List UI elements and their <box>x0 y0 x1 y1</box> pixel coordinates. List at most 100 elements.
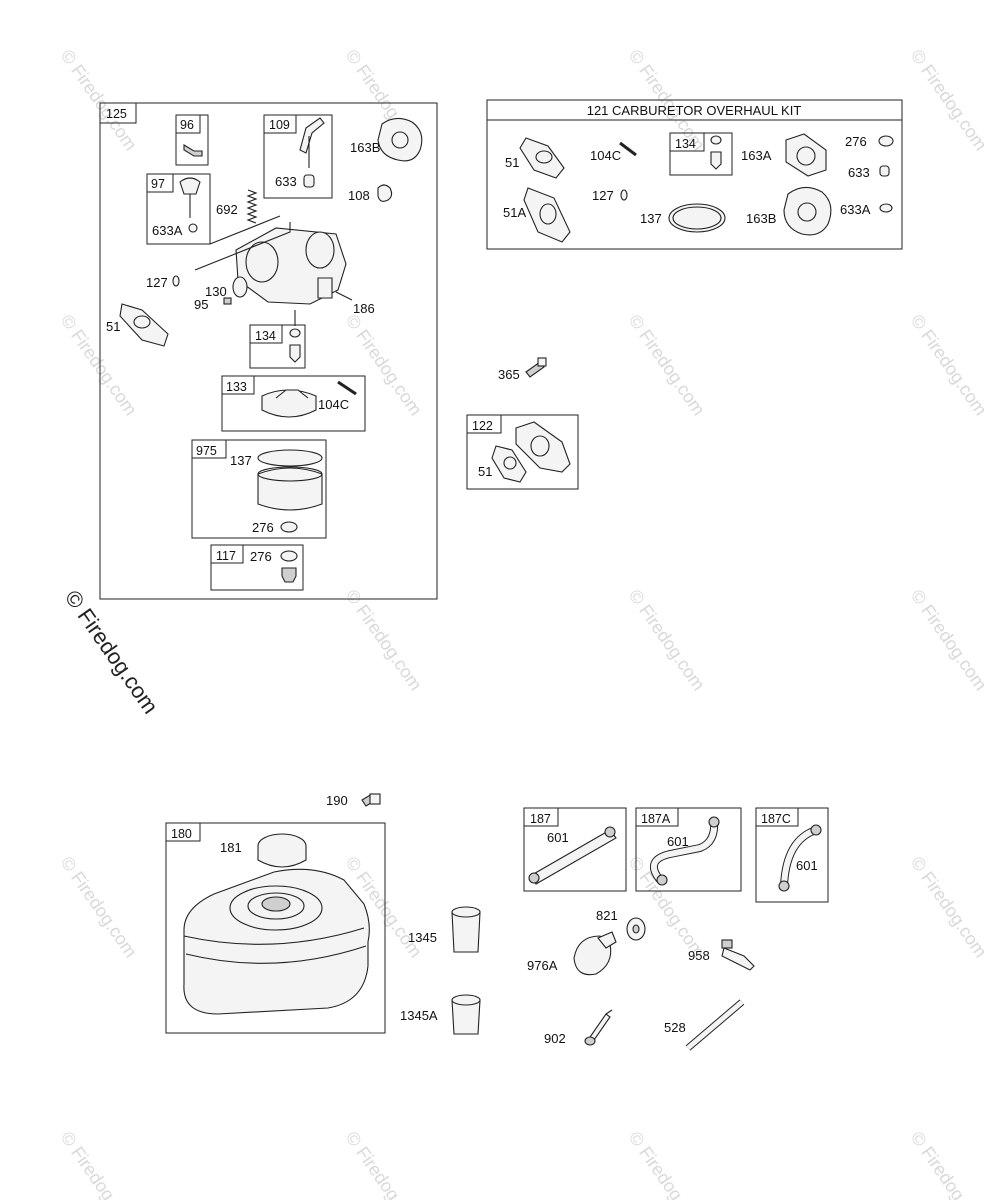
primer-group: 821 976A 958 902 528 <box>527 908 755 1051</box>
kit-label-104c: 104C <box>590 148 621 163</box>
label-163b: 163B <box>350 140 380 155</box>
box-125-tag <box>99 102 137 124</box>
label-1345: 1345 <box>408 930 437 945</box>
carburetor-assembly-group: 125 96 109 633 163B 108 97 633A 692 <box>99 102 438 600</box>
label-276-a: 276 <box>252 520 274 535</box>
label-601-b: 601 <box>667 834 689 849</box>
box-187a-label: 187A <box>641 812 671 826</box>
box-187 <box>523 807 627 892</box>
kit-pin-104c <box>619 141 637 157</box>
label-601-a: 601 <box>547 830 569 845</box>
watermark: © Firedog.com <box>625 311 709 419</box>
watermark: © Firedog.com <box>625 853 709 961</box>
label-692: 692 <box>216 202 238 217</box>
box-97 <box>146 173 211 245</box>
label-104c: 104C <box>318 397 349 412</box>
fuel-lines-group: 187 601 187A 601 187C 601 <box>523 807 829 903</box>
watermark: © Firedog.com <box>342 311 426 419</box>
box-121 <box>486 99 903 250</box>
kit-label-127: 127 <box>592 188 614 203</box>
box-122 <box>466 414 579 490</box>
kit-seal-633a <box>879 203 893 213</box>
label-902: 902 <box>544 1031 566 1046</box>
screw-365-group: 365 <box>498 357 547 382</box>
screw-part <box>183 144 203 157</box>
kit-washer-276 <box>878 135 894 147</box>
box-187a <box>635 807 742 892</box>
box-109 <box>263 114 333 199</box>
box-125 <box>99 102 438 600</box>
box-122-group: 122 51 <box>466 414 579 490</box>
watermark: © Firedog.com <box>907 853 991 961</box>
box-125-label: 125 <box>106 107 127 121</box>
label-137: 137 <box>230 453 252 468</box>
label-51: 51 <box>106 319 120 334</box>
fuel-tank-group: 190 180 181 1345 1345A <box>165 793 481 1035</box>
fuel-filter-1345 <box>451 911 481 953</box>
kit-label-633a: 633A <box>840 202 871 217</box>
box-133 <box>221 375 366 432</box>
label-633a: 633A <box>152 223 183 238</box>
box-187c-label: 187C <box>761 812 791 826</box>
kit-label-276: 276 <box>845 134 867 149</box>
label-51-box122: 51 <box>478 464 492 479</box>
bowl-nut-part <box>281 567 297 583</box>
label-601-c: 601 <box>796 858 818 873</box>
fuel-line-187 <box>529 829 617 885</box>
watermark: © Firedog.com <box>625 586 709 694</box>
watermark-main: © Firedog.com <box>60 586 163 719</box>
label-186: 186 <box>353 301 375 316</box>
label-181: 181 <box>220 840 242 855</box>
oring-127 <box>172 275 180 287</box>
box-117 <box>210 544 304 591</box>
box-117-label: 117 <box>216 549 236 563</box>
screw-95 <box>223 297 232 305</box>
label-95: 95 <box>194 297 208 312</box>
watermark: © Firedog.com <box>907 46 991 154</box>
box-187-label: 187 <box>530 812 551 826</box>
throttle-lever-part <box>179 177 201 195</box>
watermark: © Firedog.com <box>57 853 141 961</box>
kit-label-51: 51 <box>505 155 519 170</box>
bowl-gasket-137 <box>257 449 323 467</box>
gasket-108 <box>377 184 393 202</box>
kit-label-163a: 163A <box>741 148 772 163</box>
label-633: 633 <box>275 174 297 189</box>
watermark: © Firedog.com <box>57 1128 141 1200</box>
box-122-label: 122 <box>472 419 493 433</box>
fuel-line-187a <box>650 819 718 882</box>
box-180-label: 180 <box>171 827 192 841</box>
label-821: 821 <box>596 908 618 923</box>
choke-shaft-part <box>299 117 325 154</box>
overhaul-kit-group: 121 CARBURETOR OVERHAUL KIT 51 51A 104C … <box>486 99 903 250</box>
kit-label-163b: 163B <box>746 211 776 226</box>
label-127: 127 <box>146 275 168 290</box>
primer-bulb-976a <box>573 935 612 976</box>
label-276-b: 276 <box>250 549 272 564</box>
label-958: 958 <box>688 948 710 963</box>
label-190: 190 <box>326 793 348 808</box>
label-130: 130 <box>205 284 227 299</box>
fuel-line-187c <box>781 827 818 887</box>
box-96-label: 96 <box>180 118 194 132</box>
kit-box-134-label: 134 <box>675 137 696 151</box>
label-528: 528 <box>664 1020 686 1035</box>
seal-part <box>303 174 315 188</box>
box-180 <box>165 822 386 1034</box>
kit-oring-127 <box>620 189 628 201</box>
kit-bowl-gasket-137 <box>668 203 726 233</box>
kit-label-51a: 51A <box>503 205 526 220</box>
box-133-label: 133 <box>226 380 247 394</box>
watermark: © Firedog.com <box>57 46 141 154</box>
watermark: © Firedog.com <box>625 1128 709 1200</box>
watermark: © Firedog.com <box>907 586 991 694</box>
needle-valve-part <box>289 344 301 363</box>
washer-276 <box>280 521 298 533</box>
kit-title: 121 CARBURETOR OVERHAUL KIT <box>587 103 802 118</box>
label-108: 108 <box>348 188 370 203</box>
box-97-label: 97 <box>151 177 165 191</box>
box-134-label: 134 <box>255 329 276 343</box>
kit-label-633: 633 <box>848 165 870 180</box>
kit-label-137: 137 <box>640 211 662 226</box>
